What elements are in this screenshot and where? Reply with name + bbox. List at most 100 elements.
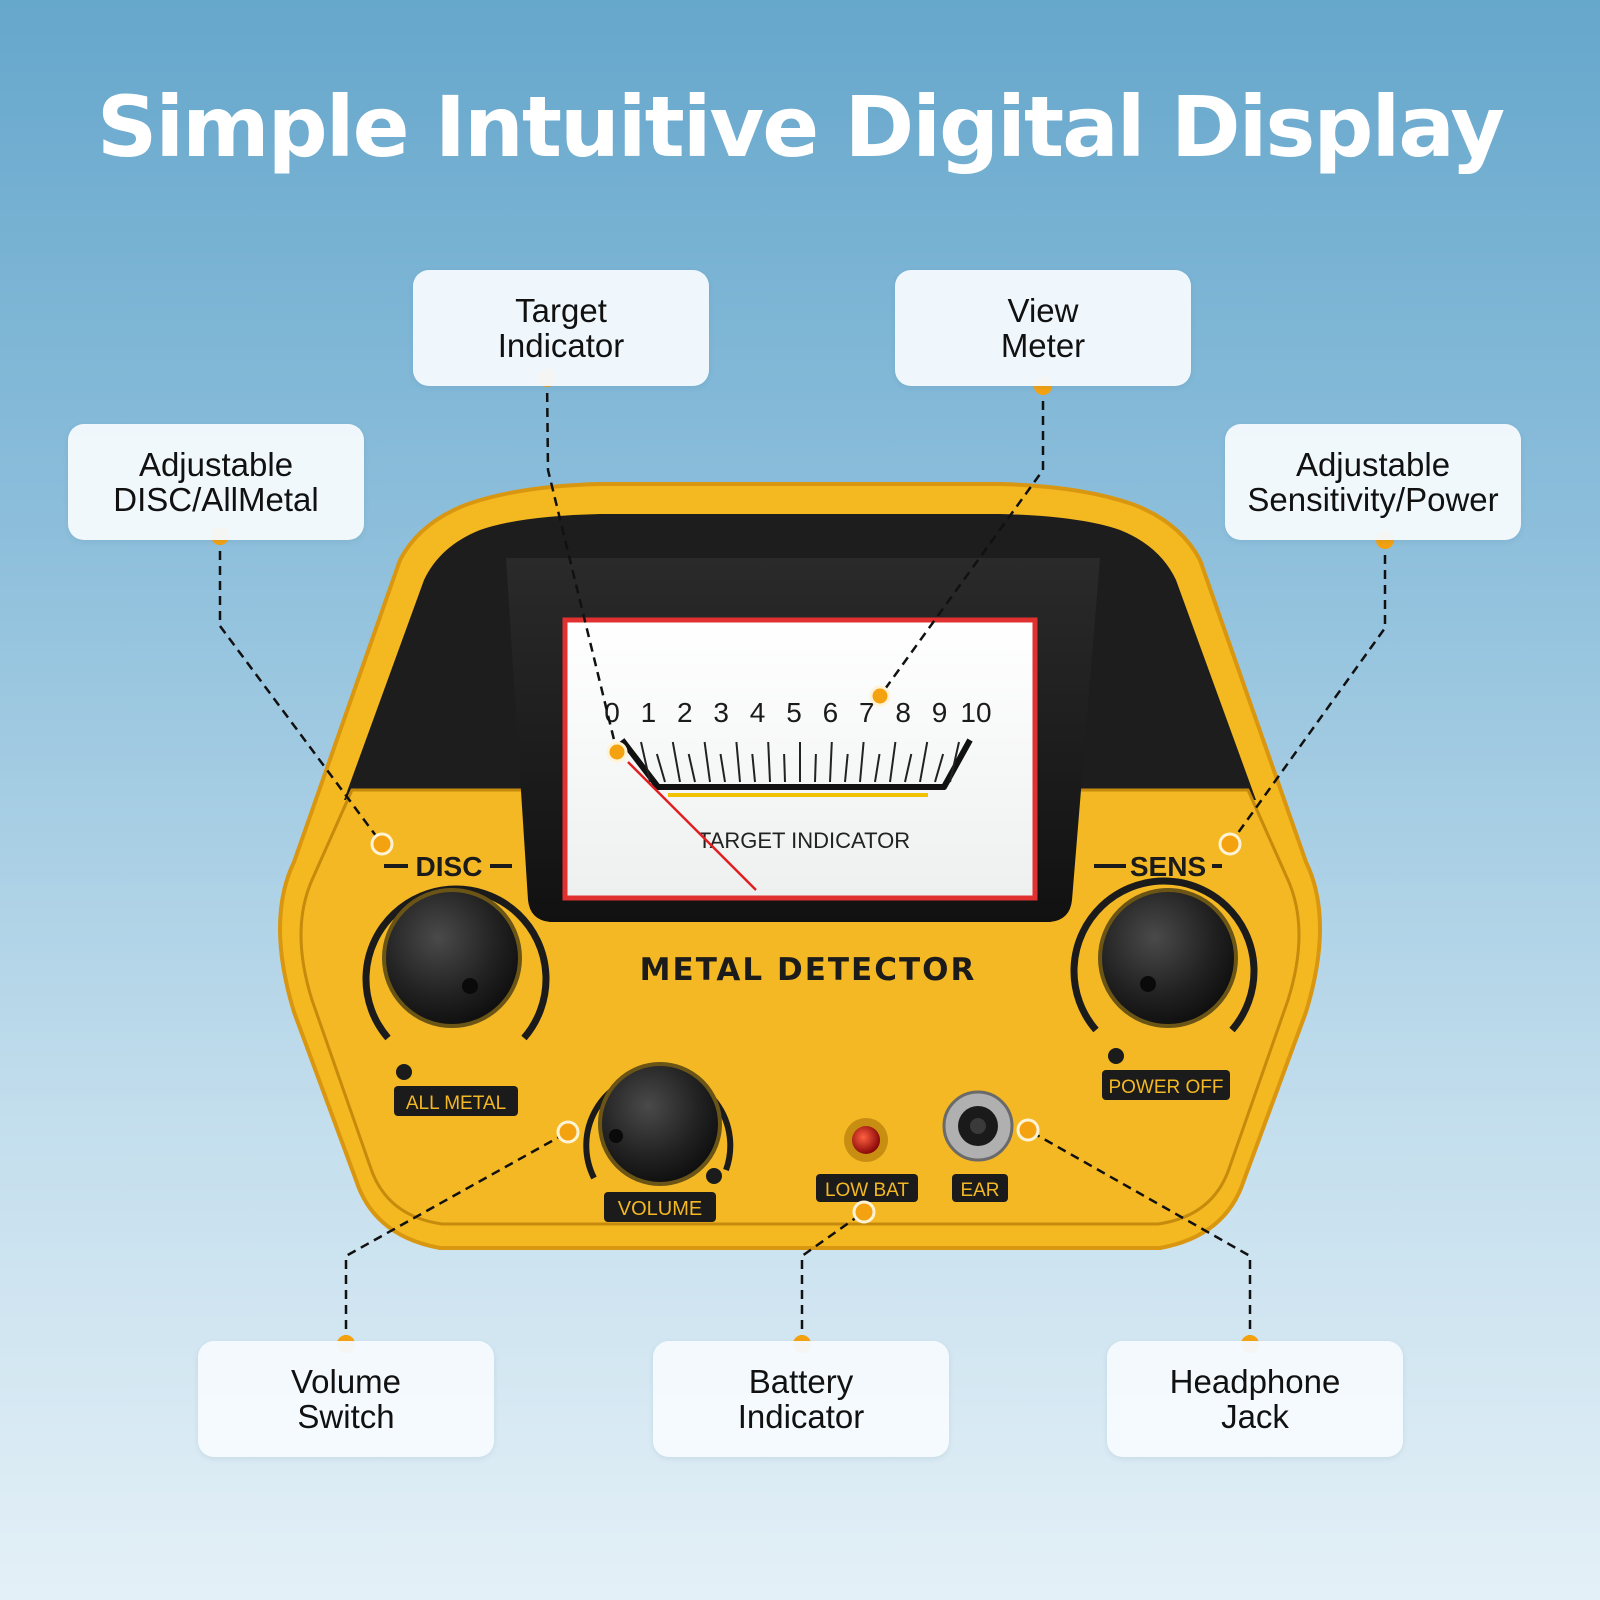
meter-tick [703,741,711,783]
meter-tick [687,753,696,783]
meter-scale-number: 8 [895,697,911,728]
callout-target-indicator-line1: Target [515,292,607,329]
meter-scale-number: 10 [960,697,991,728]
meter-needle [627,761,757,891]
volume-knob-pointer [609,1129,623,1143]
disc-knob-pointer [462,978,478,994]
callout-disc-line1: Adjustable [138,446,294,483]
low-bat-group: LOW BAT [816,1118,918,1202]
meter-scale-number: 1 [641,697,657,728]
meter-tick [767,741,771,783]
meter-tick [671,741,681,783]
meter-tick [904,753,913,783]
all-metal-dot [396,1064,412,1080]
callout-headphone-line1: Headphone [1169,1363,1341,1400]
leader-battery [800,1210,865,1344]
meter-scale-number: 9 [932,697,948,728]
callout-volume-line1: Volume [290,1363,402,1400]
dot-sens-device [1218,832,1242,856]
power-off-plate [1102,1070,1230,1100]
meter-tick [640,741,651,783]
meter-tick [874,753,881,783]
low-bat-plate [816,1174,918,1202]
callout-battery-line2: Indicator [737,1398,865,1435]
leader-disc [218,536,384,845]
meter-tick [735,741,741,783]
callout-headphone-line2: Jack [1221,1398,1289,1435]
callout-battery-indicator: Battery Indicator [653,1341,949,1457]
dot-volume-device [556,1120,580,1144]
meter-tick [719,753,726,783]
all-metal-label: ALL METAL [406,1093,506,1114]
sens-knob[interactable] [1098,888,1238,1028]
dot-headphone-device [1016,1118,1040,1142]
headline: Simple Intuitive Digital Display [96,78,1505,176]
callout-view-meter-line1: View [1007,292,1079,329]
meter-tick [829,741,833,783]
callout-view-meter: View Meter [895,270,1191,386]
callout-volume-switch: Volume Switch [198,1341,494,1457]
sens-knob-pointer [1140,976,1156,992]
volume-max-dot [706,1168,722,1184]
dot-battery-device [852,1200,876,1224]
ear-plate [952,1174,1008,1202]
disc-knob-group: DISC ALL METAL [362,850,550,1116]
callout-headphone-jack: Headphone Jack [1107,1341,1403,1457]
ear-label: EAR [960,1180,999,1201]
meter-scale-number: 2 [677,697,693,728]
volume-knob[interactable] [598,1062,722,1186]
meter-scale-number: 6 [823,697,839,728]
meter-tick [934,753,945,783]
power-off-label: POWER OFF [1108,1077,1223,1098]
dot-disc-device [370,832,394,856]
meter-scale-number: 7 [859,697,875,728]
meter-tick [751,753,756,783]
dot-view-meter [869,685,891,707]
all-metal-plate [394,1086,518,1116]
dot-target-meter [606,741,628,763]
callout-target-indicator: Target Indicator [413,270,709,386]
meter-tick [844,753,849,783]
callout-sensitivity-power: Adjustable Sensitivity/Power [1225,424,1521,540]
callout-battery-line1: Battery [748,1363,854,1400]
volume-label: VOLUME [618,1198,702,1220]
callout-volume-line2: Switch [297,1398,395,1435]
low-bat-led [852,1126,880,1154]
sens-knob-group: SENS POWER OFF [1070,850,1258,1100]
power-off-dot [1108,1048,1124,1064]
leader-view-meter [878,386,1045,697]
disc-label-plate [408,850,490,882]
volume-plate [604,1192,716,1222]
low-bat-label: LOW BAT [825,1180,909,1201]
ear-jack-group: EAR [942,1090,1014,1202]
callout-sens-line1: Adjustable [1295,446,1451,483]
meter-scale-number: 3 [713,697,729,728]
volume-knob-group: VOLUME [583,1062,734,1222]
meter-tick [949,741,960,783]
metal-detector-label: METAL DETECTOR [640,952,977,988]
callout-sens-line2: Sensitivity/Power [1247,481,1499,518]
meter-caption: TARGET INDICATOR [698,828,910,853]
callout-disc-line2: DISC/AllMetal [113,481,319,518]
meter-scale-arc [619,738,973,790]
meter-tick [859,741,865,783]
leader-headphone [1027,1128,1252,1344]
meter-tick [655,753,666,783]
meter-ticks [640,741,960,783]
callout-target-indicator-line2: Indicator [497,327,625,364]
callout-view-meter-line2: Meter [1000,327,1086,364]
callout-disc-allmetal: Adjustable DISC/AllMetal [68,424,364,540]
meter-tick [783,753,786,783]
meter-scale-number: 0 [604,697,620,728]
meter-tick [814,753,817,783]
leader-target-indicator [545,377,619,753]
meter-tick [919,741,929,783]
disc-knob[interactable] [382,888,522,1028]
disc-label: DISC [416,851,483,882]
sens-label: SENS [1130,851,1206,882]
meter-scale-number: 4 [750,697,766,728]
sens-label-plate [1126,850,1212,882]
